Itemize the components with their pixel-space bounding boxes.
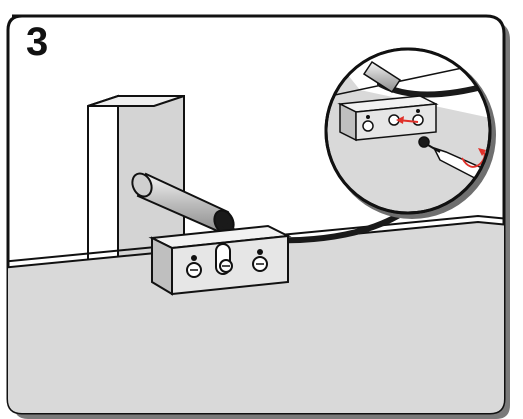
screw-icon xyxy=(252,249,268,272)
bracket-icon xyxy=(148,224,292,296)
screw-icon xyxy=(219,259,233,273)
step-number: 3 xyxy=(26,20,49,64)
insert-arrow-icon xyxy=(396,116,419,124)
ground-panel xyxy=(8,220,504,413)
rotation-arrow-icon xyxy=(461,148,486,168)
screw-icon xyxy=(186,255,202,278)
magnifier-circle-icon xyxy=(324,47,496,219)
